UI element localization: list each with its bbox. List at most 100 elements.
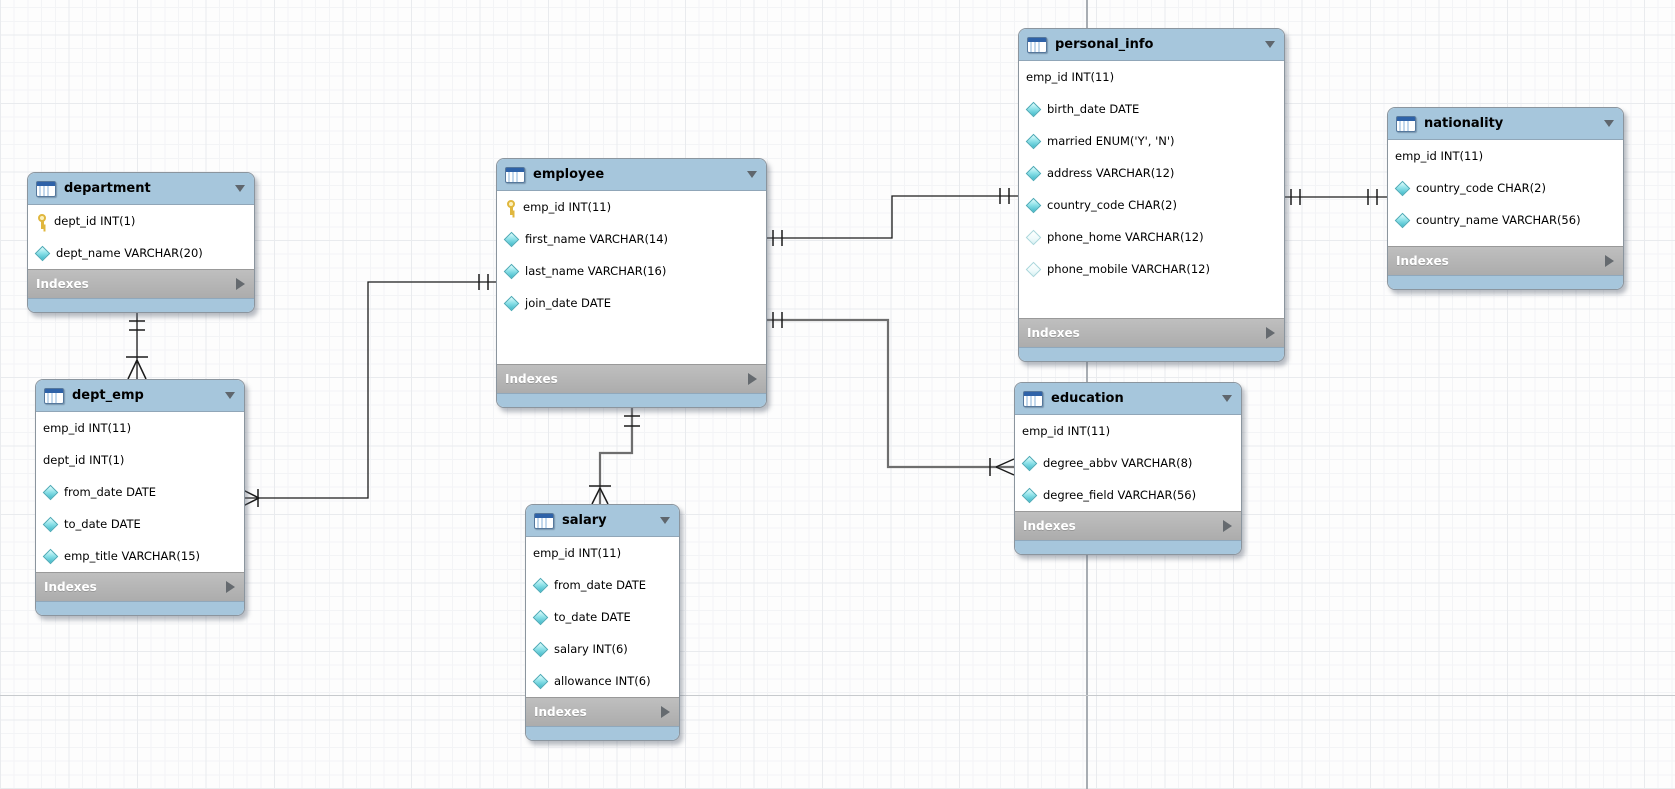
- table-header[interactable]: salary: [526, 505, 679, 537]
- column-diamond-icon: [1021, 455, 1038, 471]
- column-row[interactable]: phone_mobile VARCHAR(12): [1019, 253, 1284, 285]
- table-header[interactable]: education: [1015, 383, 1241, 415]
- table-header[interactable]: personal_info: [1019, 29, 1284, 61]
- table-icon: [534, 512, 554, 529]
- table-header[interactable]: nationality: [1388, 108, 1623, 140]
- collapse-arrow-icon[interactable]: [1265, 41, 1275, 48]
- table-employee[interactable]: employee emp_id INT(11) first_name VARCHA…: [496, 158, 767, 408]
- table-title: department: [64, 181, 151, 196]
- column-diamond-icon: [532, 673, 549, 689]
- table-title: employee: [533, 167, 605, 182]
- relationship-employee-salary[interactable]: [589, 403, 640, 505]
- table-personal_info[interactable]: personal_info emp_id INT(11) birth_date D…: [1018, 28, 1285, 362]
- column-row[interactable]: married ENUM('Y', 'N'): [1019, 125, 1284, 157]
- primary-key-icon: [35, 213, 48, 229]
- column-list: emp_id INT(11)country_code CHAR(2)countr…: [1388, 140, 1623, 246]
- relationship-personal_info-nationality[interactable]: [1283, 189, 1387, 205]
- table-dept_emp[interactable]: dept_emp emp_id INT(11) dept_id INT(1)fro…: [35, 379, 245, 616]
- column-diamond-icon: [42, 484, 59, 500]
- relationship-employee-education[interactable]: [765, 312, 1015, 476]
- column-row[interactable]: emp_id INT(11): [526, 537, 679, 569]
- column-text: first_name VARCHAR(14): [525, 232, 669, 246]
- table-bottom-strip: [526, 726, 679, 740]
- column-row[interactable]: emp_id INT(11): [1015, 415, 1241, 447]
- collapse-arrow-icon[interactable]: [1604, 120, 1614, 127]
- column-text: emp_id INT(11): [523, 200, 612, 214]
- column-list: emp_id INT(11) degree_abbv VARCHAR(8) degr…: [1015, 415, 1241, 511]
- column-diamond-icon: [42, 516, 59, 532]
- column-text: last_name VARCHAR(16): [525, 264, 667, 278]
- indexes-footer[interactable]: Indexes: [497, 364, 766, 393]
- collapse-arrow-icon[interactable]: [660, 517, 670, 524]
- column-text: emp_id INT(11): [43, 421, 132, 435]
- column-row[interactable]: degree_field VARCHAR(56): [1015, 479, 1241, 511]
- column-text: salary INT(6): [554, 642, 628, 656]
- indexes-footer[interactable]: Indexes: [36, 572, 244, 601]
- relationship-department-dept_emp[interactable]: [126, 308, 148, 380]
- column-row[interactable]: emp_id INT(11): [1019, 61, 1284, 93]
- table-header[interactable]: employee: [497, 159, 766, 191]
- column-row[interactable]: country_code CHAR(2): [1388, 172, 1623, 204]
- indexes-label: Indexes: [36, 277, 89, 291]
- collapse-arrow-icon[interactable]: [747, 171, 757, 178]
- column-diamond-icon: [1025, 101, 1042, 117]
- column-diamond-icon: [1394, 212, 1411, 228]
- table-header[interactable]: department: [28, 173, 254, 205]
- table-education[interactable]: education emp_id INT(11) degree_abbv VARC…: [1014, 382, 1242, 555]
- relationship-employee-dept_emp[interactable]: [242, 274, 496, 507]
- table-nationality[interactable]: nationality emp_id INT(11)country_code C…: [1387, 107, 1624, 290]
- column-text: allowance INT(6): [554, 674, 651, 688]
- expand-arrow-icon: [1605, 255, 1614, 267]
- collapse-arrow-icon[interactable]: [235, 185, 245, 192]
- column-row[interactable]: from_date DATE: [526, 569, 679, 601]
- expand-arrow-icon: [1223, 520, 1232, 532]
- column-text: birth_date DATE: [1047, 102, 1140, 116]
- column-row[interactable]: address VARCHAR(12): [1019, 157, 1284, 189]
- table-icon: [1027, 36, 1047, 53]
- expand-arrow-icon: [1266, 327, 1275, 339]
- column-row[interactable]: to_date DATE: [36, 508, 244, 540]
- column-text: emp_title VARCHAR(15): [64, 549, 201, 563]
- table-bottom-strip: [1015, 540, 1241, 554]
- table-header[interactable]: dept_emp: [36, 380, 244, 412]
- column-row[interactable]: salary INT(6): [526, 633, 679, 665]
- column-row[interactable]: to_date DATE: [526, 601, 679, 633]
- table-icon: [1023, 390, 1043, 407]
- column-text: emp_id INT(11): [1026, 70, 1115, 84]
- column-row[interactable]: phone_home VARCHAR(12): [1019, 221, 1284, 253]
- table-department[interactable]: department dept_id INT(1)dept_name VARCH…: [27, 172, 255, 313]
- collapse-arrow-icon[interactable]: [225, 392, 235, 399]
- column-text: degree_abbv VARCHAR(8): [1043, 456, 1193, 470]
- column-row[interactable]: emp_id INT(11): [497, 191, 766, 223]
- column-row[interactable]: dept_name VARCHAR(20): [28, 237, 254, 269]
- indexes-footer[interactable]: Indexes: [1015, 511, 1241, 540]
- column-text: phone_mobile VARCHAR(12): [1047, 262, 1210, 276]
- column-row[interactable]: first_name VARCHAR(14): [497, 223, 766, 255]
- column-text: country_code CHAR(2): [1047, 198, 1177, 212]
- column-diamond-icon: [1021, 487, 1038, 503]
- collapse-arrow-icon[interactable]: [1222, 395, 1232, 402]
- column-row[interactable]: degree_abbv VARCHAR(8): [1015, 447, 1241, 479]
- column-row[interactable]: emp_id INT(11): [1388, 140, 1623, 172]
- column-row[interactable]: join_date DATE: [497, 287, 766, 319]
- column-row[interactable]: dept_id INT(1): [28, 205, 254, 237]
- column-row[interactable]: last_name VARCHAR(16): [497, 255, 766, 287]
- column-row[interactable]: from_date DATE: [36, 476, 244, 508]
- column-row[interactable]: country_name VARCHAR(56): [1388, 204, 1623, 236]
- column-row[interactable]: country_code CHAR(2): [1019, 189, 1284, 221]
- table-title: dept_emp: [72, 388, 144, 403]
- column-row[interactable]: birth_date DATE: [1019, 93, 1284, 125]
- indexes-footer[interactable]: Indexes: [1019, 318, 1284, 347]
- page-divider-horizontal: [0, 695, 1675, 696]
- column-row[interactable]: emp_id INT(11): [36, 412, 244, 444]
- indexes-footer[interactable]: Indexes: [28, 269, 254, 298]
- column-row[interactable]: emp_title VARCHAR(15): [36, 540, 244, 572]
- table-bottom-strip: [28, 298, 254, 312]
- indexes-footer[interactable]: Indexes: [1388, 246, 1623, 275]
- column-row[interactable]: dept_id INT(1): [36, 444, 244, 476]
- indexes-footer[interactable]: Indexes: [526, 697, 679, 726]
- relationship-employee-personal_info[interactable]: [765, 188, 1018, 246]
- column-row[interactable]: allowance INT(6): [526, 665, 679, 697]
